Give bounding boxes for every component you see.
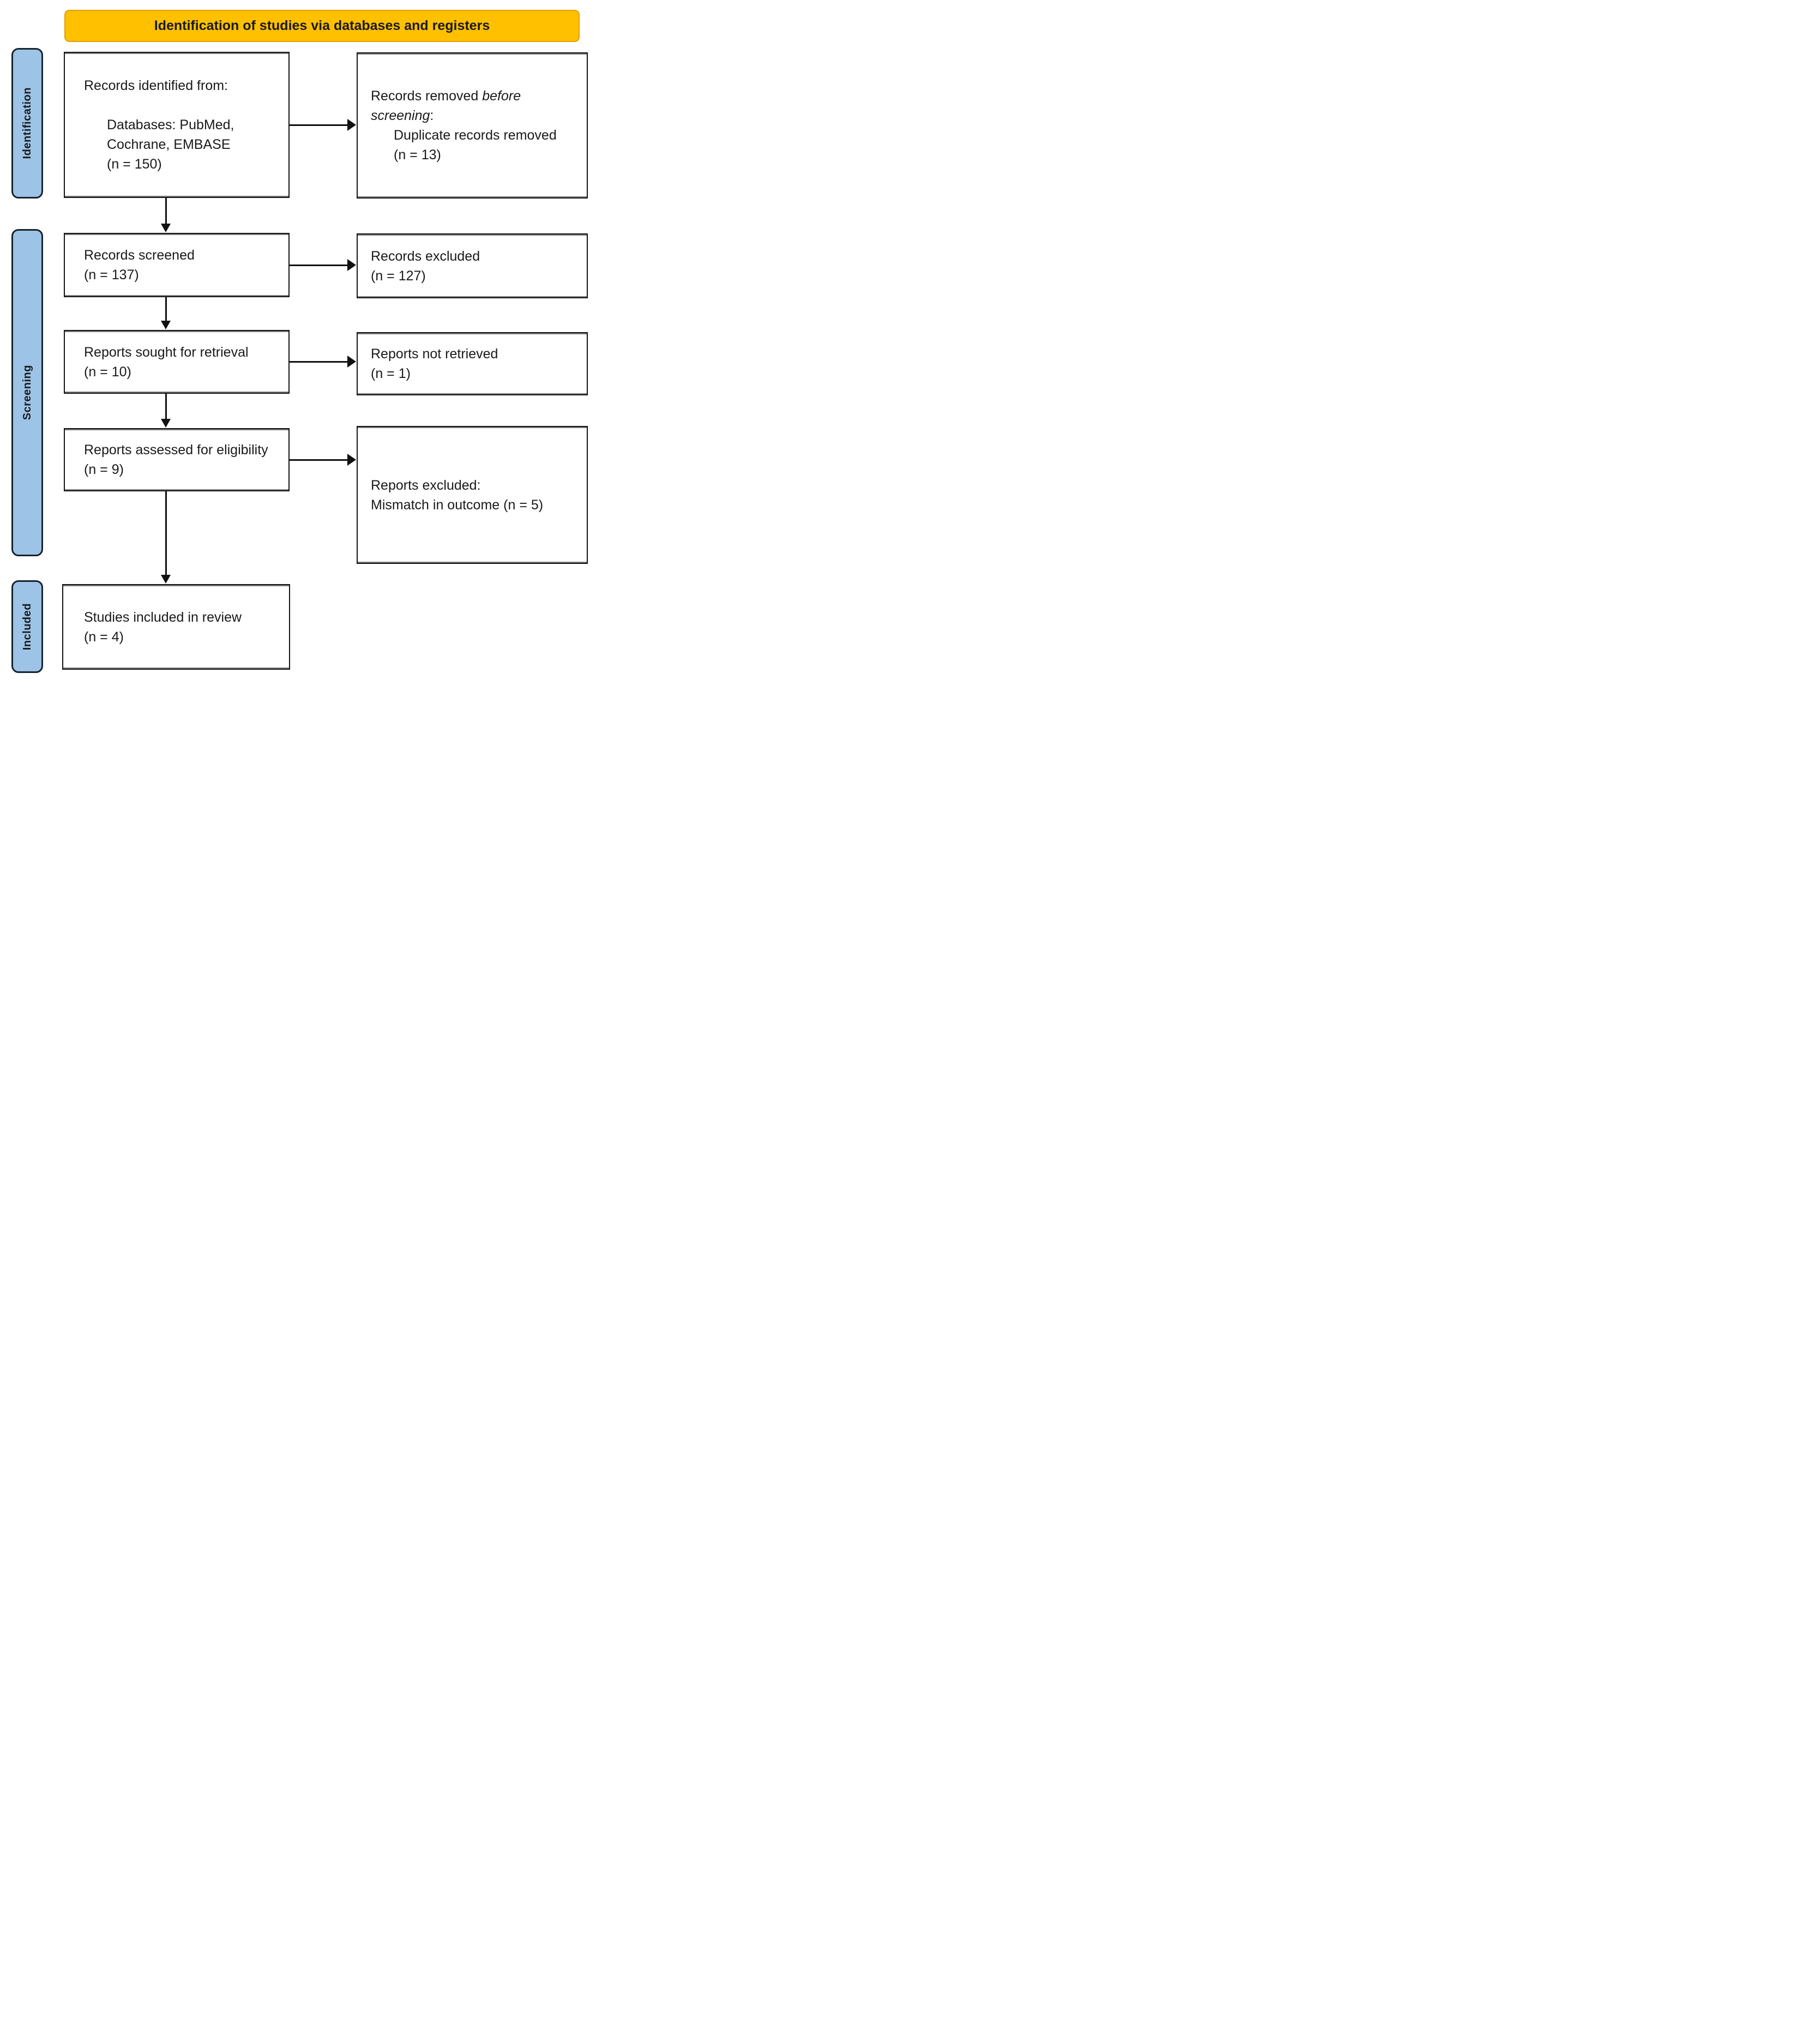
records-excluded-label: Records excluded (371, 248, 480, 264)
records-identified-count: (n = 150) (107, 157, 162, 172)
stage-label-included: Included (11, 580, 43, 673)
reports-excluded-label: Reports excluded: (371, 477, 481, 493)
records-screened-label: Records screened (84, 248, 195, 263)
records-identified-databases: Databases: PubMed, Cochrane, EMBASE (107, 117, 234, 152)
arrow-screened-to-sought (165, 297, 167, 321)
records-screened-count: (n = 137) (84, 267, 139, 282)
records-removed-title: Records removed before screening: (371, 86, 556, 125)
records-removed-prefix: Records removed (371, 88, 483, 104)
records-removed-detail-block: Duplicate records removed (n = 13) (394, 125, 581, 165)
box-studies-included: Studies included in review (n = 4) (62, 584, 290, 670)
prisma-flow-diagram: Identification of studies via databases … (0, 0, 598, 681)
arrow-assessed-to-included (165, 491, 167, 575)
studies-included-label: Studies included in review (84, 609, 242, 625)
stage-label-included-text: Included (21, 603, 33, 651)
box-reports-sought: Reports sought for retrieval (n = 10) (64, 330, 290, 394)
stage-label-identification-text: Identification (21, 87, 33, 159)
records-identified-detail-block: Databases: PubMed, Cochrane, EMBASE (n =… (107, 115, 283, 174)
diagram-title: Identification of studies via databases … (154, 18, 490, 33)
reports-assessed-count: (n = 9) (84, 462, 124, 477)
stage-label-identification: Identification (11, 48, 43, 199)
records-removed-suffix: : (430, 108, 434, 123)
reports-not-retrieved-label: Reports not retrieved (371, 346, 498, 362)
box-records-screened: Records screened (n = 137) (64, 233, 290, 297)
records-excluded-count: (n = 127) (371, 268, 426, 284)
records-removed-count: (n = 13) (394, 147, 441, 163)
arrow-sought-to-assessed (165, 393, 167, 419)
arrow-identified-to-screened (165, 198, 167, 224)
diagram-title-banner: Identification of studies via databases … (64, 10, 580, 42)
reports-sought-label: Reports sought for retrieval (84, 344, 249, 360)
studies-included-count: (n = 4) (84, 629, 124, 645)
reports-sought-count: (n = 10) (84, 364, 131, 380)
stage-label-screening: Screening (11, 229, 43, 556)
box-reports-assessed: Reports assessed for eligibility (n = 9) (64, 428, 290, 491)
box-records-removed-before-screening: Records removed before screening: Duplic… (357, 52, 588, 199)
arrow-assessed-to-reports-excluded (290, 459, 348, 461)
records-removed-italic: before screening (371, 88, 521, 123)
duplicate-records-removed: Duplicate records removed (394, 128, 557, 143)
arrow-identified-to-removed (290, 124, 348, 126)
reports-assessed-label: Reports assessed for eligibility (84, 442, 268, 458)
stage-label-screening-text: Screening (21, 365, 33, 420)
reports-not-retrieved-count: (n = 1) (371, 366, 411, 381)
records-identified-intro: Records identified from: (84, 78, 228, 93)
arrow-screened-to-excluded (290, 264, 348, 266)
box-records-excluded: Records excluded (n = 127) (357, 233, 588, 298)
box-records-identified: Records identified from: Databases: PubM… (64, 52, 290, 198)
arrow-sought-to-not-retrieved (290, 360, 348, 363)
reports-excluded-reason: Mismatch in outcome (n = 5) (371, 497, 544, 513)
box-reports-excluded: Reports excluded: Mismatch in outcome (n… (357, 426, 588, 564)
box-reports-not-retrieved: Reports not retrieved (n = 1) (357, 332, 588, 395)
